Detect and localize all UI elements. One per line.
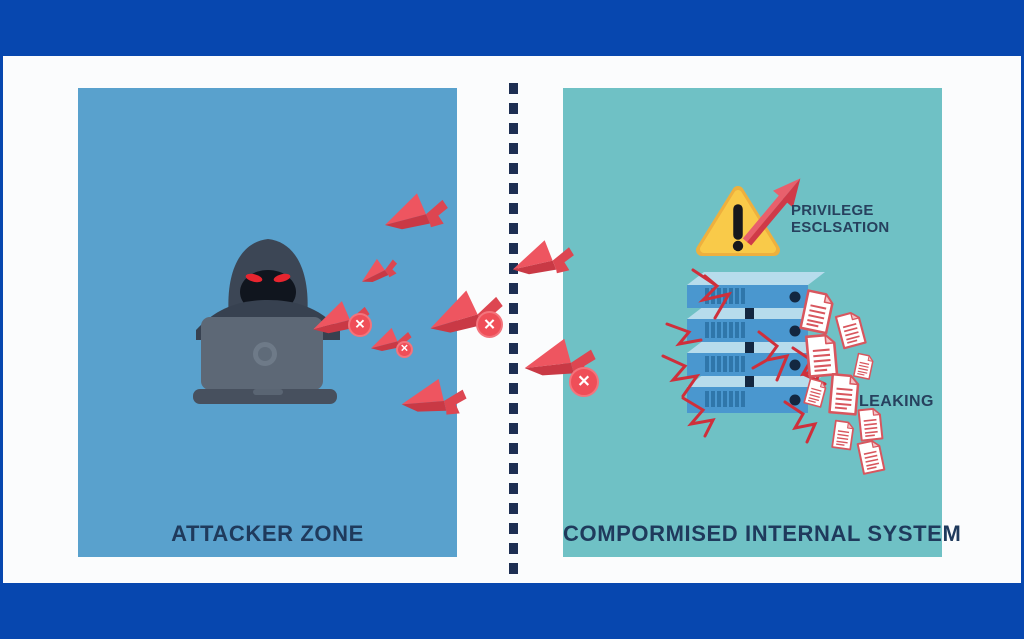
compromised-system-scene (661, 178, 886, 475)
blocked-x-badge-icon: ✕ (396, 341, 413, 358)
laptop-logo-dot (258, 347, 272, 361)
laptop-hinge (253, 389, 283, 395)
badge-x-glyph: ✕ (577, 373, 591, 391)
exclamation-dot (732, 240, 744, 252)
diagram-canvas: ATTACKER ZONE (3, 56, 1021, 583)
server-unit-1 (687, 272, 825, 319)
privilege-escalation-label: PRIVILEGE ESCLSATION (791, 202, 890, 236)
privilege-label-line2: ESCLSATION (791, 219, 890, 236)
attack-arrow-icon (359, 256, 399, 284)
attacker-zone-panel: ATTACKER ZONE (78, 88, 457, 557)
blocked-x-badge-icon: ✕ (569, 367, 599, 397)
escalation-arrow-icon (742, 178, 801, 246)
hacker-eye-left (245, 273, 263, 283)
leaking-documents-icon (799, 289, 886, 475)
compromised-system-label: COMPORMISED INTERNAL SYSTEM (563, 521, 962, 546)
blocked-x-badge-icon: ✕ (476, 311, 503, 338)
leaking-label: LEAKING (859, 393, 934, 410)
hacker-eye-right (273, 273, 291, 283)
blocked-x-badge-icon: ✕ (348, 313, 372, 337)
server-unit-4 (687, 374, 825, 413)
compromised-system-panel: PRIVILEGE ESCLSATION LEAKING COMPORMISED… (563, 88, 962, 557)
server-stack-icon (687, 272, 825, 413)
badge-x-glyph: ✕ (354, 316, 366, 332)
badge-x-glyph: ✕ (483, 316, 496, 333)
attacker-zone-label: ATTACKER ZONE (171, 521, 364, 546)
laptop-base (193, 389, 337, 404)
zone-divider-dashed-line (509, 83, 518, 576)
attack-arrow-icon (512, 236, 576, 281)
privilege-label-line1: PRIVILEGE (791, 202, 874, 219)
hooded-hacker-icon (193, 239, 340, 404)
attack-arrow-icon (384, 190, 450, 234)
badge-x-glyph: ✕ (400, 343, 409, 355)
